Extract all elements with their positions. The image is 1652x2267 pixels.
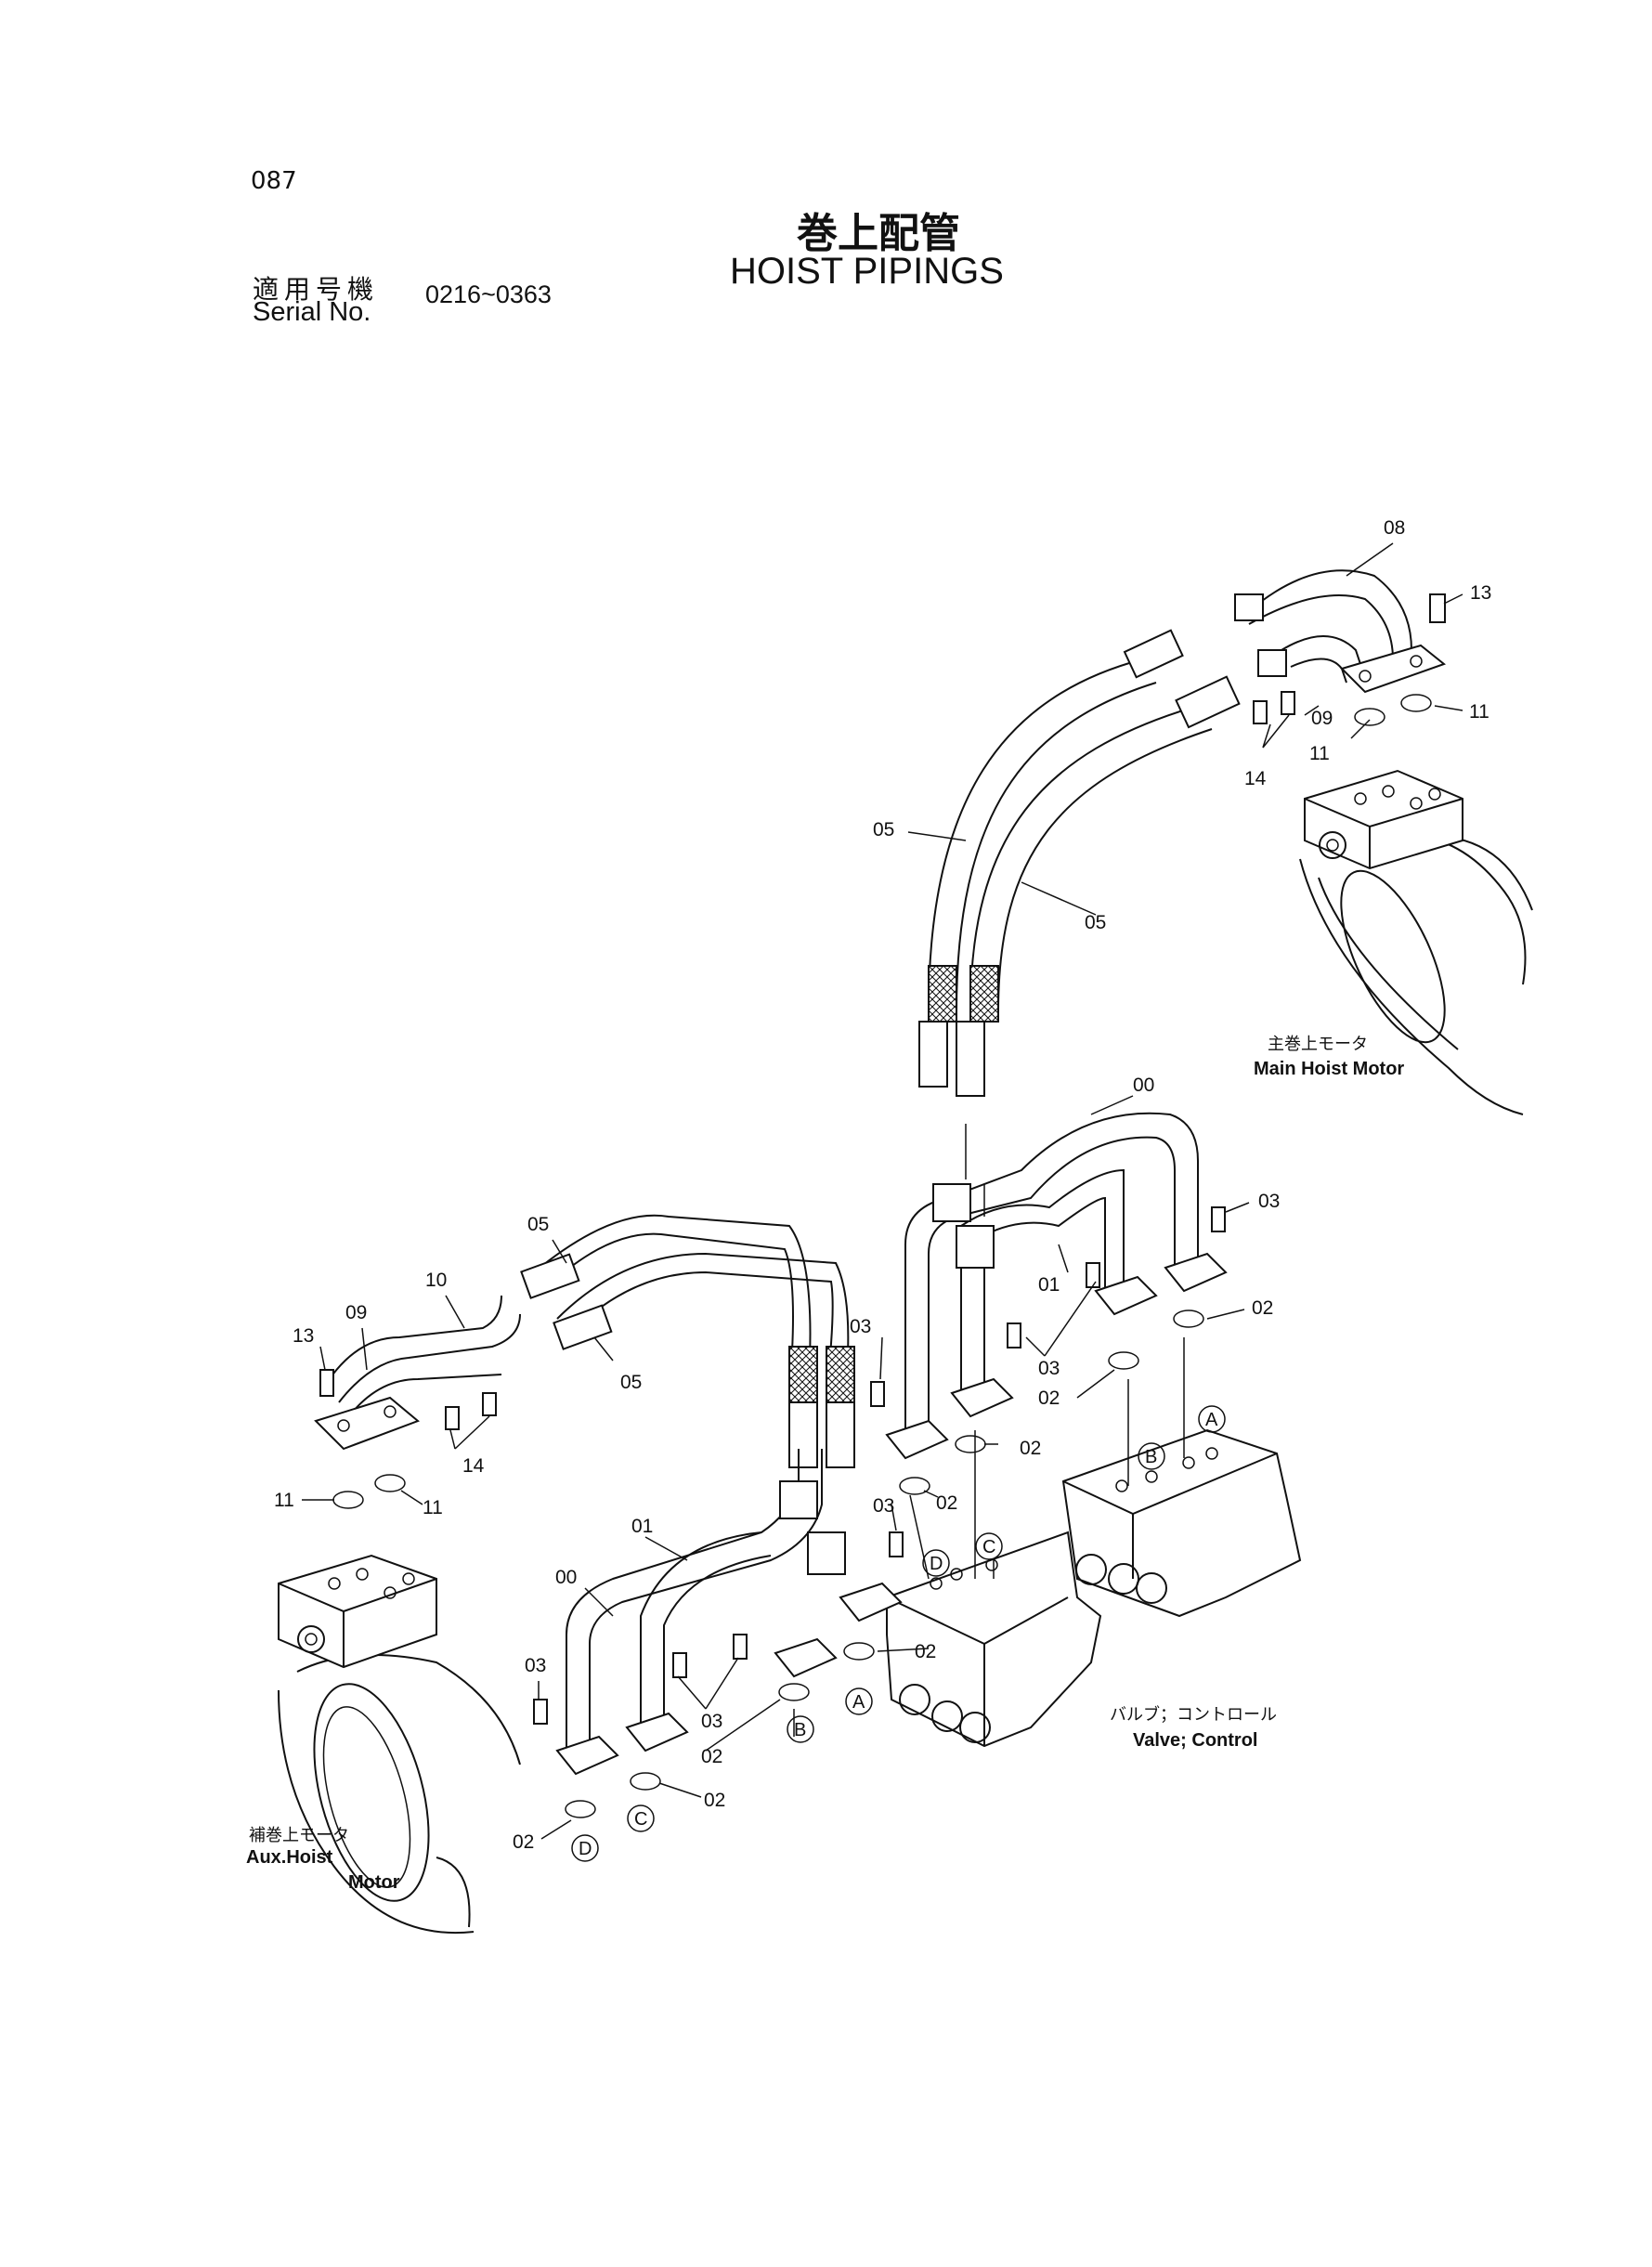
label-05: 05 (1085, 912, 1106, 933)
label-03: 03 (525, 1655, 546, 1676)
control-valve (886, 1428, 1302, 1748)
page-title-japanese: 巻上配管 (797, 210, 960, 257)
label-02: 02 (936, 1492, 957, 1514)
label-05: 05 (620, 1372, 642, 1393)
label-11: 11 (1469, 701, 1489, 723)
port-marker-a: A (852, 1692, 865, 1713)
aux-motor-caption-2: Motor (348, 1872, 400, 1893)
label-11: 11 (423, 1497, 443, 1518)
page-number: 087 (251, 167, 297, 195)
main-motor-caption: Main Hoist Motor (1254, 1059, 1404, 1079)
label-00: 00 (1133, 1075, 1154, 1096)
port-marker-a: A (1205, 1410, 1218, 1430)
label-02: 02 (1252, 1297, 1273, 1319)
label-01: 01 (631, 1516, 653, 1537)
label-05: 05 (527, 1214, 549, 1235)
label-03: 03 (873, 1495, 894, 1517)
label-03: 03 (850, 1316, 871, 1337)
main-motor-caption-jp: 主巻上モータ (1268, 1035, 1368, 1054)
label-02: 02 (701, 1746, 722, 1767)
tube-00-01-left (555, 1449, 903, 1776)
label-08: 09 (1311, 708, 1333, 729)
aux-hoist-motor (278, 1554, 521, 1935)
serial-label-japanese: 適用号機 (253, 274, 380, 305)
serial-range: 0216~0363 (425, 280, 552, 308)
label-11: 11 (1309, 743, 1330, 764)
port-marker-b: B (1145, 1447, 1157, 1467)
valve-caption-jp: バルブ；コントロール (1110, 1704, 1277, 1725)
port-markers: A B C D A B C D (571, 1405, 1226, 1862)
label-05: 05 (873, 819, 894, 840)
tube-07-08 (1234, 569, 1447, 726)
part-labels: 08 13 09 11 11 14 05 05 00 03 01 02 03 0… (274, 517, 1491, 1853)
hose-05-upper (918, 629, 1241, 1097)
label-02: 02 (1038, 1388, 1060, 1409)
o-rings-02 (565, 1309, 1204, 1818)
bolts-03 (533, 1206, 1226, 1725)
port-marker-c: C (982, 1537, 995, 1557)
port-marker-d: D (579, 1839, 592, 1859)
main-hoist-motor (1299, 769, 1533, 1115)
label-01: 01 (1038, 1274, 1060, 1296)
port-marker-b: B (794, 1720, 806, 1740)
port-marker-d: D (930, 1554, 943, 1574)
port-marker-c: C (634, 1809, 647, 1830)
aux-motor-caption-jp: 補巻上モータ (249, 1826, 349, 1845)
label-03: 03 (701, 1711, 722, 1732)
tube-00-01-right (885, 1112, 1228, 1460)
label-02: 02 (704, 1790, 725, 1811)
label-03: 03 (1038, 1358, 1060, 1379)
label-11: 11 (274, 1490, 294, 1511)
aux-motor-caption-1: Aux.Hoist (246, 1847, 333, 1868)
hose-05-left (314, 1214, 855, 1509)
label-02: 02 (1020, 1438, 1041, 1459)
label-14: 14 (1244, 768, 1267, 789)
page-title: HOIST PIPINGS (730, 251, 1004, 292)
label-13: 13 (293, 1325, 314, 1347)
label-10: 10 (425, 1270, 447, 1291)
serial-label: Serial No. (253, 297, 371, 327)
label-14: 14 (462, 1455, 485, 1477)
label-02: 02 (513, 1831, 534, 1853)
label-13: 13 (1470, 582, 1491, 604)
label-00: 00 (555, 1567, 577, 1588)
leader-lines (302, 542, 1463, 1840)
label-02: 02 (915, 1641, 936, 1662)
label-09: 09 (345, 1302, 367, 1323)
label-03: 03 (1258, 1191, 1280, 1212)
component-captions: 主巻上モータ Main Hoist Motor バルブ；コントロール Valve… (246, 1035, 1404, 1893)
label-07: 08 (1384, 517, 1405, 539)
valve-caption: Valve; Control (1133, 1730, 1257, 1751)
